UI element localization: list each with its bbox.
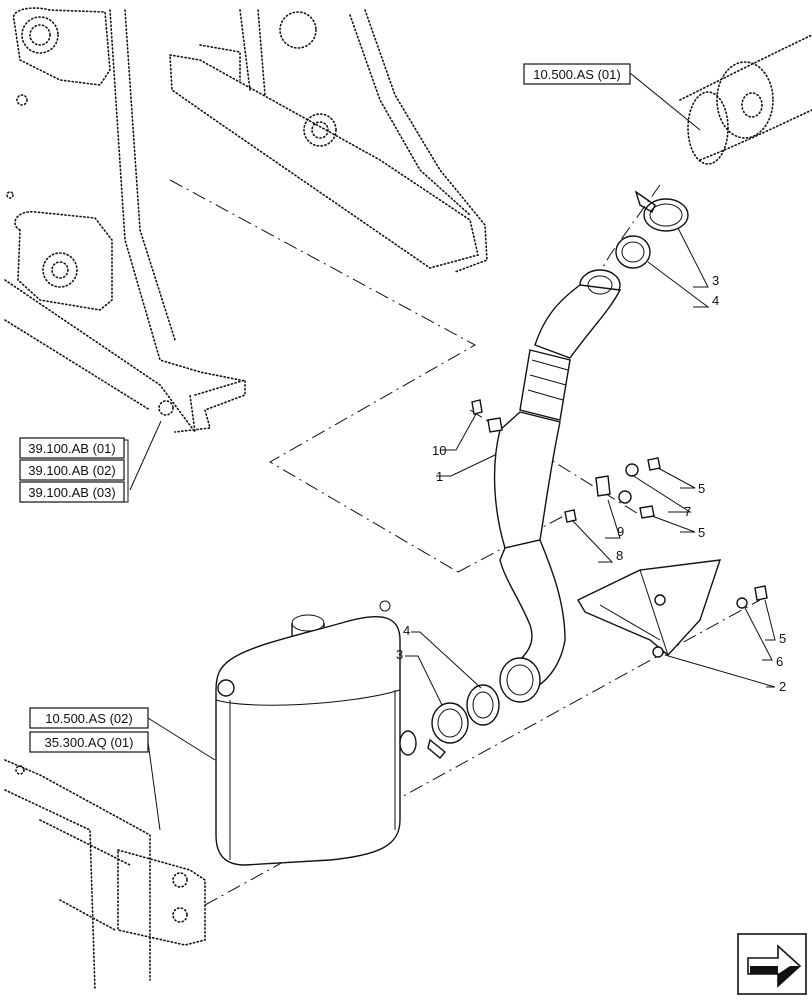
callout-10: 10 — [432, 443, 446, 458]
ref-39-100-ab-03[interactable]: 39.100.AB (03) — [19, 481, 125, 503]
callout-3-lower: 3 — [396, 647, 403, 662]
callout-6: 6 — [776, 654, 783, 669]
callout-5-bottom: 5 — [779, 631, 786, 646]
callout-1: 1 — [436, 469, 443, 484]
lower-clamp — [427, 702, 469, 759]
pipe-bracket-hardware — [471, 399, 661, 523]
callout-2: 2 — [779, 679, 786, 694]
callout-3-upper: 3 — [712, 273, 719, 288]
leader-lines — [129, 72, 776, 831]
mount-phantom — [4, 759, 206, 991]
frame-phantom — [4, 7, 488, 435]
callout-9: 9 — [617, 524, 624, 539]
ref-35-300-aq-01[interactable]: 35.300.AQ (01) — [29, 731, 149, 753]
upper-clamp — [634, 190, 689, 232]
callout-7: 7 — [684, 504, 691, 519]
ref-39-100-ab-01[interactable]: 39.100.AB (01) — [19, 437, 125, 459]
next-page-arrow-icon[interactable] — [737, 933, 807, 995]
ref-10-500-as-02[interactable]: 10.500.AS (02) — [29, 707, 149, 729]
ref-10-500-as-01[interactable]: 10.500.AS (01) — [523, 63, 631, 85]
exhaust-pipe — [493, 269, 622, 703]
callout-5-top: 5 — [698, 481, 705, 496]
callout-5-mid: 5 — [698, 525, 705, 540]
svg-text:39.100.AB (03): 39.100.AB (03) — [28, 485, 115, 500]
svg-text:10.500.AS (02): 10.500.AS (02) — [45, 711, 132, 726]
callout-8: 8 — [616, 548, 623, 563]
muffler-outlet — [679, 34, 812, 165]
ref-39-100-ab-02[interactable]: 39.100.AB (02) — [19, 459, 125, 481]
svg-text:39.100.AB (02): 39.100.AB (02) — [28, 463, 115, 478]
svg-text:39.100.AB (01): 39.100.AB (01) — [28, 441, 115, 456]
svg-text:10.500.AS (01): 10.500.AS (01) — [533, 67, 620, 82]
lower-gasket — [466, 684, 500, 726]
upper-gasket — [615, 235, 651, 269]
muffler-body — [215, 600, 417, 866]
callout-4-upper: 4 — [712, 293, 719, 308]
svg-text:35.300.AQ (01): 35.300.AQ (01) — [45, 735, 134, 750]
heat-shield-bracket — [577, 559, 768, 658]
ref-group-bracket — [124, 439, 129, 503]
callout-4-lower: 4 — [403, 623, 410, 638]
